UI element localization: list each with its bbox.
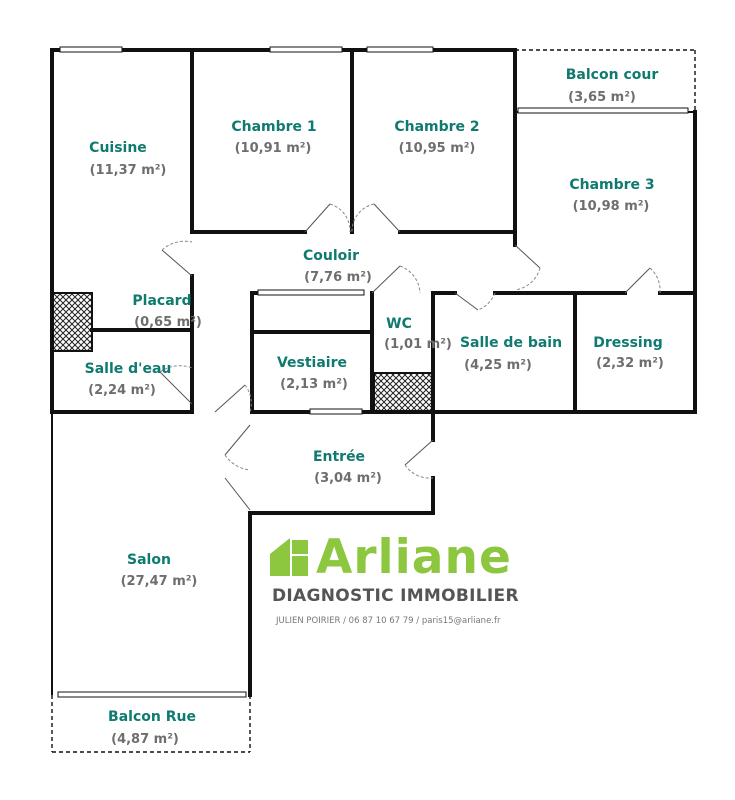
room-label: Entrée — [313, 449, 365, 465]
room-label: Balcon Rue — [108, 709, 196, 725]
room-area: (27,47 m²) — [121, 574, 198, 589]
room-area: (10,98 m²) — [573, 199, 650, 214]
room-entree: Entrée (3,04 m²) — [313, 449, 382, 486]
room-area: (4,87 m²) — [111, 732, 179, 747]
room-area: (1,01 m²) — [384, 337, 452, 352]
room-area: (10,91 m²) — [235, 141, 312, 156]
room-label: Balcon cour — [566, 67, 659, 83]
room-placard: Placard (0,65 m²) — [132, 293, 201, 330]
hatched-shaft-left — [51, 292, 93, 352]
room-dressing: Dressing (2,32 m²) — [593, 335, 664, 371]
room-couloir: Couloir (7,76 m²) — [303, 248, 372, 285]
room-area: (0,65 m²) — [134, 315, 202, 330]
room-salle-de-bain: Salle de bain (4,25 m²) — [460, 335, 562, 373]
room-label: Chambre 2 — [394, 119, 479, 135]
room-label: Couloir — [303, 248, 359, 264]
room-area: (7,76 m²) — [304, 270, 372, 285]
room-area: (2,32 m²) — [596, 356, 664, 371]
room-wc: WC (1,01 m²) — [384, 316, 452, 352]
arliane-logo-icon — [270, 538, 310, 581]
room-label: Salle d'eau — [85, 361, 172, 377]
logo-contact: JULIEN POIRIER / 06 87 10 67 79 / paris1… — [276, 616, 501, 626]
room-salle-deau: Salle d'eau (2,24 m²) — [85, 361, 172, 398]
room-area: (3,65 m²) — [568, 90, 636, 105]
logo-brand: Arliane — [316, 530, 512, 585]
room-label: Salle de bain — [460, 335, 562, 351]
room-label: Chambre 1 — [231, 119, 316, 135]
room-cuisine: Cuisine (11,37 m²) — [89, 140, 166, 178]
room-vestiaire: Vestiaire (2,13 m²) — [277, 355, 348, 392]
room-label: Cuisine — [89, 140, 147, 156]
room-balcon-cour: Balcon cour (3,65 m²) — [566, 67, 659, 105]
doors — [159, 203, 661, 511]
room-chambre-1: Chambre 1 (10,91 m²) — [231, 119, 316, 156]
room-area: (2,24 m²) — [88, 383, 156, 398]
room-chambre-2: Chambre 2 (10,95 m²) — [394, 119, 479, 156]
room-label: Chambre 3 — [569, 177, 654, 193]
room-area: (10,95 m²) — [399, 141, 476, 156]
room-area: (4,25 m²) — [464, 358, 532, 373]
room-area: (11,37 m²) — [90, 163, 167, 178]
room-label: Placard — [132, 293, 191, 309]
room-balcon-rue: Balcon Rue (4,87 m²) — [108, 709, 196, 747]
room-salon: Salon (27,47 m²) — [121, 552, 198, 589]
room-label: Dressing — [593, 335, 662, 351]
room-area: (2,13 m²) — [280, 377, 348, 392]
room-label: Salon — [127, 552, 171, 568]
logo-tagline: DIAGNOSTIC IMMOBILIER — [272, 586, 519, 606]
room-area: (3,04 m²) — [314, 471, 382, 486]
windows — [57, 46, 689, 698]
room-chambre-3: Chambre 3 (10,98 m²) — [569, 177, 654, 214]
hatched-shaft-center — [373, 372, 433, 412]
exterior-walls — [50, 48, 697, 753]
room-label: Vestiaire — [277, 355, 347, 371]
room-label: WC — [386, 316, 412, 332]
